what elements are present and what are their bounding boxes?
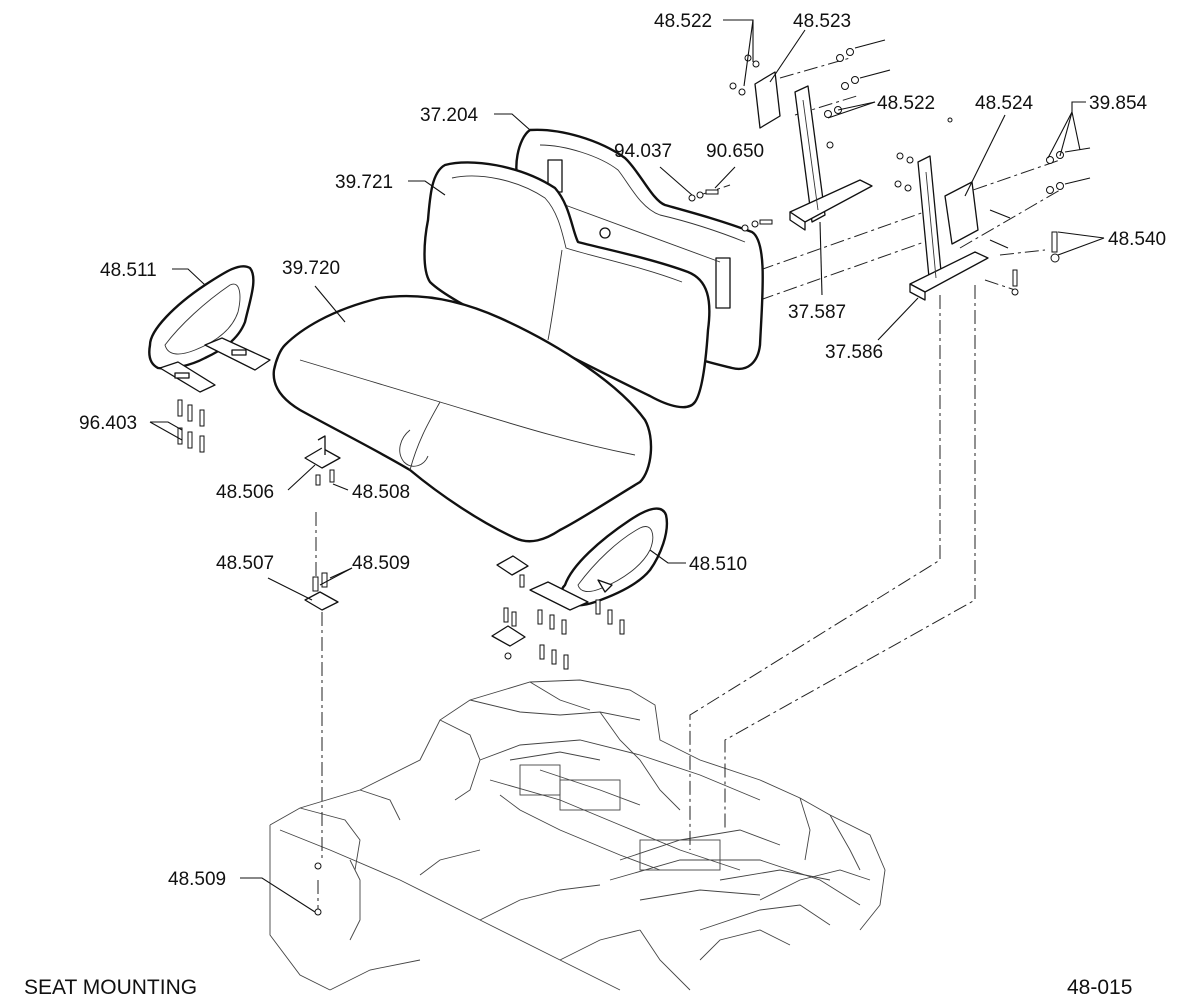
alignment-lines (315, 57, 1061, 915)
seat-back-support-bracket-37-587 (789, 85, 873, 231)
seat-bottom-cushion (272, 294, 653, 543)
callout-48-511: 48.511 (100, 260, 157, 281)
callout-48-524: 48.524 (975, 93, 1034, 114)
callout-48-540: 48.540 (1108, 229, 1166, 250)
rear-hardware (688, 39, 1091, 296)
callout-labels: 48.522 48.523 48.522 48.524 39.854 37.20… (79, 11, 1166, 890)
callout-37-204: 37.204 (420, 105, 479, 126)
seat-back-support-bracket-37-586 (909, 155, 989, 301)
callout-leaders (149, 19, 1105, 913)
callout-48-509-lower: 48.509 (168, 869, 226, 890)
support-plate-48-523 (754, 71, 781, 129)
callout-48-508: 48.508 (352, 482, 410, 503)
callout-48-510: 48.510 (689, 554, 747, 575)
callout-96-403: 96.403 (79, 413, 137, 434)
callout-48-522-mid: 48.522 (877, 93, 935, 114)
page-title: SEAT MOUNTING (24, 976, 197, 999)
callout-39-721: 39.721 (335, 172, 393, 193)
page-number: 48-015 (1067, 976, 1132, 999)
support-plate-48-524 (944, 181, 979, 245)
left-armrest (148, 265, 271, 393)
callout-48-507: 48.507 (216, 553, 274, 574)
callout-48-522-top: 48.522 (654, 11, 712, 32)
callout-39-854: 39.854 (1089, 93, 1148, 114)
left-seat-brackets (304, 435, 341, 916)
right-seat-brackets (491, 555, 625, 670)
right-armrest (529, 507, 669, 611)
callout-48-506: 48.506 (216, 482, 274, 503)
callout-94-037: 94.037 (614, 141, 672, 162)
callout-48-523: 48.523 (793, 11, 851, 32)
callout-48-509-upper: 48.509 (352, 553, 410, 574)
callout-90-650: 90.650 (706, 141, 764, 162)
armrest-bolts-left (177, 399, 205, 453)
seat-back-cushion (423, 161, 711, 409)
callout-37-586: 37.586 (825, 342, 883, 363)
callout-39-720: 39.720 (282, 258, 340, 279)
callout-37-587: 37.587 (788, 302, 846, 323)
cart-rear-body (269, 679, 886, 991)
